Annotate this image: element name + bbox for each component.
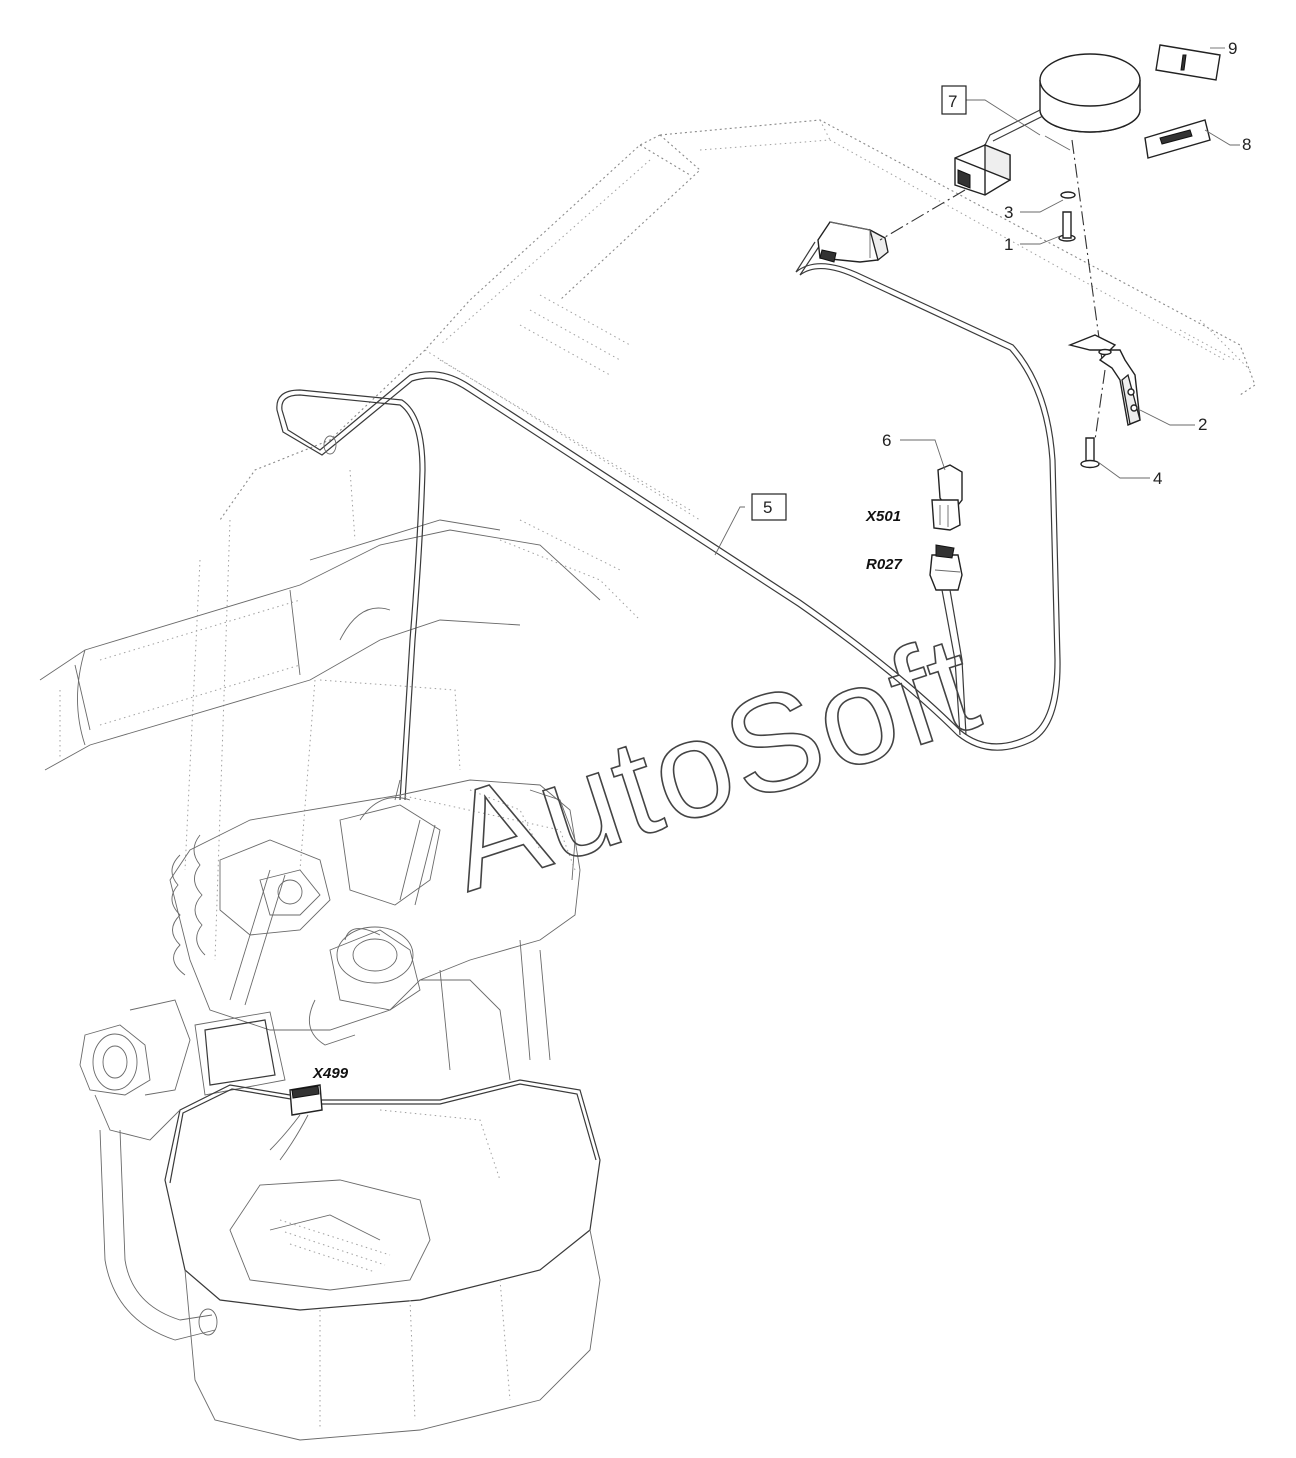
callout-3: 3	[1004, 203, 1013, 222]
main-cable-harness	[276, 241, 1061, 801]
callout-4: 4	[1153, 469, 1162, 488]
steering-arm-outline	[39, 519, 601, 771]
connector-label-r027: R027	[866, 556, 903, 573]
operator-seat-console	[164, 779, 601, 1441]
side-motor-assembly	[79, 999, 218, 1341]
callout-box-7	[941, 85, 967, 115]
callout-7: 7	[948, 92, 957, 111]
callout-6: 6	[882, 431, 891, 450]
antenna-connector	[954, 144, 1011, 196]
screw-part-1	[1058, 211, 1076, 242]
callout-labels: 9 8 3 1 2 4 6 7 5	[751, 39, 1251, 521]
connector-labels: X501 R027 X499	[312, 508, 903, 1082]
harness-connector	[817, 221, 889, 263]
callout-5: 5	[763, 498, 772, 517]
label-sticker-9	[1155, 44, 1221, 81]
cab-roof-outline	[219, 119, 1256, 521]
assembly-axis-lines	[879, 139, 1106, 441]
watermark-text: AutoSoft	[429, 605, 995, 920]
connector-r027	[929, 544, 967, 736]
gps-antenna	[984, 53, 1141, 146]
callout-8: 8	[1242, 135, 1251, 154]
connector-x501-part-6	[931, 464, 963, 531]
callout-box-5	[751, 493, 787, 521]
callout-2: 2	[1198, 415, 1207, 434]
callout-9: 9	[1228, 39, 1237, 58]
washer-part-3	[1060, 191, 1076, 199]
bracket-part-2	[1067, 334, 1141, 426]
screw-part-4	[1080, 437, 1100, 469]
label-sticker-8	[1144, 119, 1211, 159]
connector-label-x501: X501	[865, 508, 901, 525]
callout-1: 1	[1004, 235, 1013, 254]
callout-leaders	[714, 47, 1240, 556]
connector-label-x499: X499	[312, 1065, 349, 1082]
